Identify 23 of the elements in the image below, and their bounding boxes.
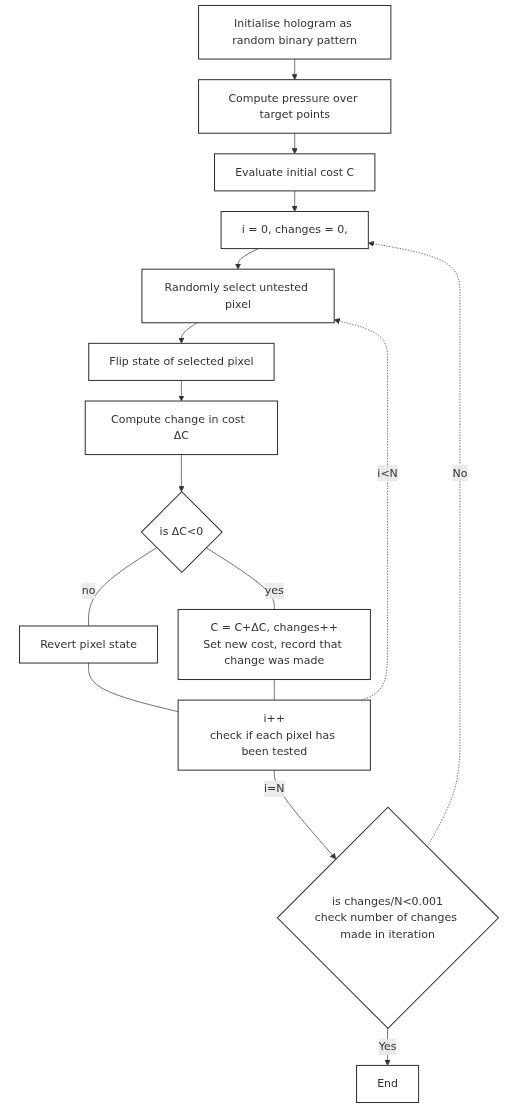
connector [88, 547, 158, 627]
edge-label: No [452, 466, 468, 480]
edge-label: no [81, 584, 96, 598]
node-box: Randomly select untested pixel [141, 268, 335, 324]
edge-label: yes [264, 584, 284, 598]
edge-label: Yes [378, 1040, 397, 1054]
node-box: Revert pixel state [19, 625, 159, 664]
edge-label: i<N [377, 466, 398, 480]
node-box: Compute change in cost ΔC [84, 400, 279, 456]
node-box: Compute pressure over target points [198, 79, 392, 134]
node-box: Flip state of selected pixel [88, 342, 275, 381]
connector [88, 662, 179, 713]
node-box: Initialise hologram as random binary pattern [198, 4, 392, 60]
edge-label: i=N [264, 781, 285, 795]
node-diamond: is changes/N<0.001 check number of changes made in iteration [276, 806, 500, 1030]
connector [205, 547, 275, 610]
node-box: End [356, 1064, 420, 1104]
node-box: Evaluate initial cost C [214, 153, 376, 192]
node-diamond: is ΔC<0 [140, 490, 223, 574]
connector [273, 679, 275, 701]
node-box: i++ check if each pixel has been tested [177, 699, 371, 771]
node-box: C = C+ΔC, changes++ Set new cost, record that change was made [177, 608, 371, 681]
node-box: i = 0, changes = 0, [220, 211, 369, 250]
